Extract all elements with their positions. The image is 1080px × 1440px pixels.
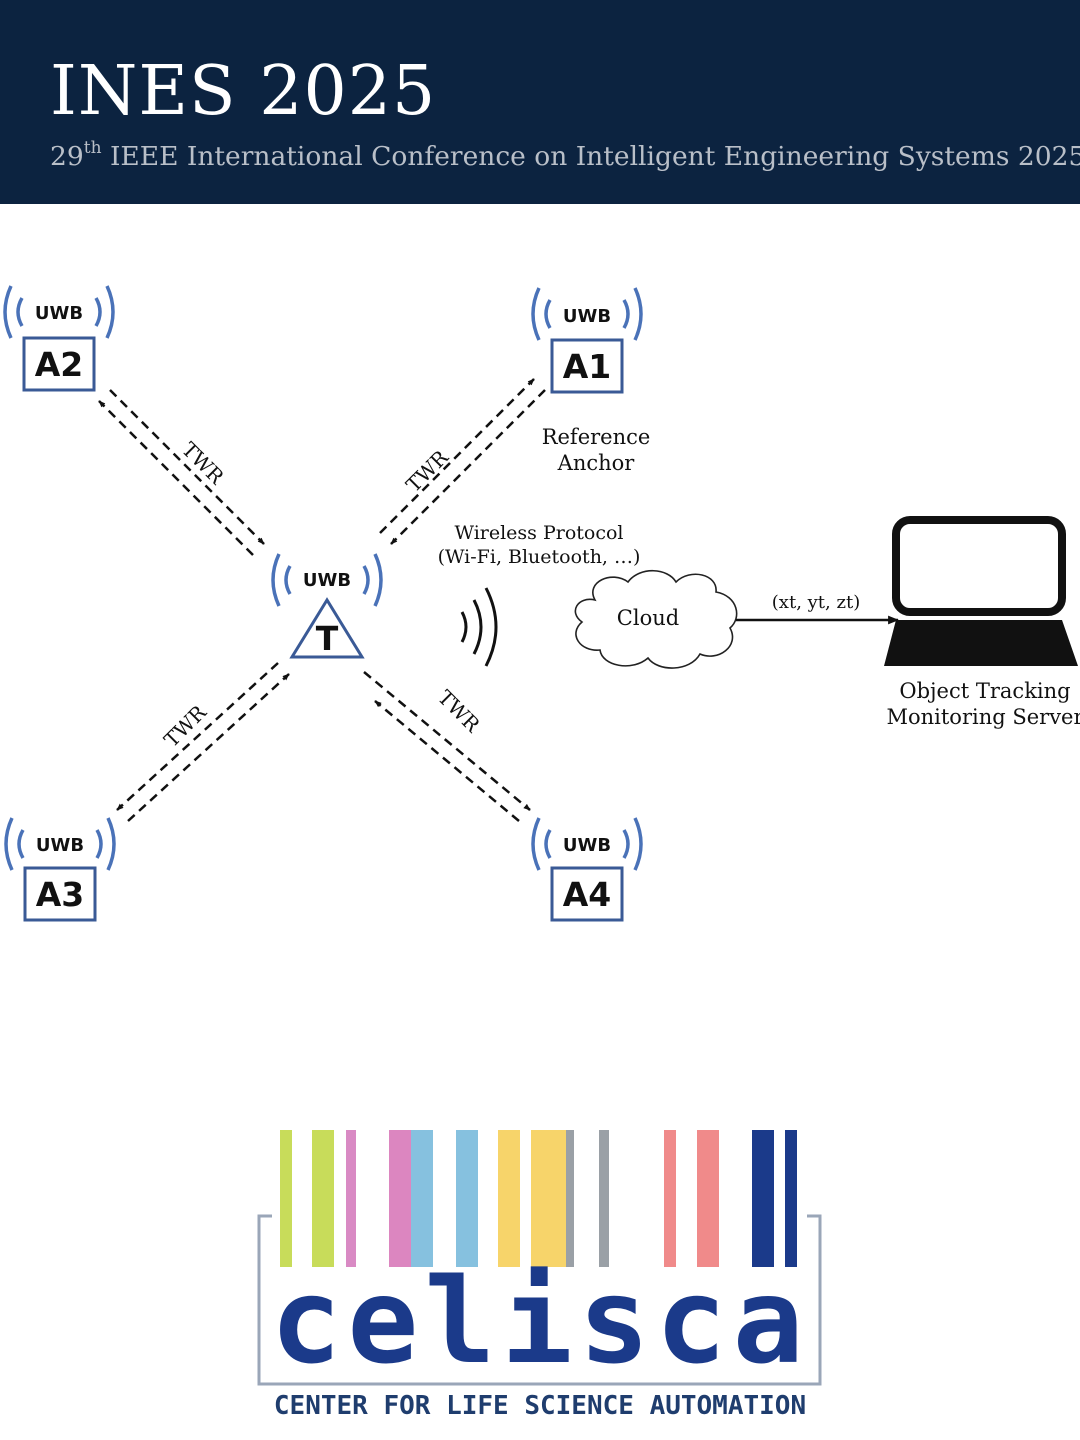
conference-title: INES 2025 (50, 52, 437, 131)
anchor-a1: UWB A1 (531, 287, 643, 394)
tag-triangle-icon (289, 597, 365, 659)
conference-subtitle: 29th IEEE International Conference on In… (50, 138, 1080, 173)
dashed-arrow (374, 700, 520, 822)
anchor-box (23, 866, 97, 922)
reference-anchor-line1: Reference (542, 425, 651, 449)
anchor-label: A1 (563, 347, 612, 386)
link-a2-tag: TWR (98, 389, 265, 556)
twr-label: TWR (177, 437, 229, 489)
cloud-label: Cloud (617, 606, 679, 630)
radio-wave-icon (284, 565, 292, 595)
celisca-logo: celisca CENTER FOR LIFE SCIENCE AUTOMATI… (257, 1130, 822, 1421)
uwb-label: UWB (35, 303, 83, 324)
subtitle-sup: th (83, 138, 102, 158)
radio-wave-icon (622, 299, 630, 329)
uwb-label: UWB (563, 835, 611, 856)
tag-label: T (316, 619, 339, 658)
wireless-protocol-line2: (Wi-Fi, Bluetooth, …) (438, 546, 641, 568)
radio-wave-icon (531, 817, 541, 871)
logo-bracket (257, 1214, 822, 1386)
anchor-label: A3 (36, 875, 85, 914)
dashed-arrow (363, 671, 531, 811)
anchor-label: A4 (563, 875, 612, 914)
radio-wave-icon (3, 285, 13, 339)
radio-wave-icon (362, 565, 370, 595)
radio-wave-icon (17, 829, 25, 859)
coordinates-label: (xt, yt, zt) (772, 592, 860, 613)
radio-wave-icon (622, 829, 630, 859)
dashed-arrow (98, 400, 254, 556)
wireless-signal-icon (460, 587, 498, 667)
dashed-arrow (127, 673, 290, 822)
radio-wave-icon (544, 299, 552, 329)
dashed-arrow (109, 389, 265, 545)
logo-word: celisca (270, 1252, 809, 1390)
server-label-line1: Object Tracking (899, 679, 1070, 703)
twr-label: TWR (433, 685, 485, 737)
dashed-arrow (116, 662, 279, 811)
laptop-icon (884, 516, 1078, 666)
link-a3-tag: TWR (116, 662, 290, 822)
tag-t: UWB T (271, 553, 383, 659)
anchor-a2: UWB A2 (3, 285, 115, 392)
logo-tagline: CENTER FOR LIFE SCIENCE AUTOMATION (274, 1391, 806, 1421)
radio-wave-icon (373, 553, 383, 607)
radio-wave-icon (531, 287, 541, 341)
anchor-box (550, 338, 624, 394)
anchor-a3: UWB A3 (4, 817, 116, 922)
uwb-label: UWB (303, 570, 351, 591)
radio-wave-icon (4, 817, 14, 871)
uwb-label: UWB (563, 306, 611, 327)
logo-barcode (280, 1130, 797, 1267)
wireless-protocol-line1: Wireless Protocol (455, 522, 624, 544)
server-label-line2: Monitoring Server (886, 705, 1080, 729)
dashed-arrow (379, 378, 535, 534)
anchor-a4: UWB A4 (531, 817, 643, 922)
dashed-arrow (390, 389, 546, 545)
anchor-box (550, 866, 624, 922)
header-banner: INES 2025 29th IEEE International Confer… (0, 0, 1080, 204)
anchor-box (22, 336, 96, 392)
link-a1-tag: TWR (379, 378, 546, 545)
radio-wave-icon (106, 817, 116, 871)
radio-wave-icon (95, 829, 103, 859)
uwb-label: UWB (36, 835, 84, 856)
twr-label: TWR (159, 700, 211, 752)
cloud-icon (574, 570, 738, 669)
radio-wave-icon (271, 553, 281, 607)
subtitle-ordinal: 29 (50, 141, 84, 172)
radio-wave-icon (105, 285, 115, 339)
anchor-label: A2 (35, 345, 84, 384)
radio-wave-icon (544, 829, 552, 859)
radio-wave-icon (633, 287, 643, 341)
subtitle-rest: IEEE International Conference on Intelli… (101, 141, 1080, 172)
radio-wave-icon (633, 817, 643, 871)
reference-anchor-line2: Anchor (557, 451, 636, 475)
radio-wave-icon (16, 297, 24, 327)
radio-wave-icon (94, 297, 102, 327)
link-a4-tag: TWR (363, 671, 531, 822)
